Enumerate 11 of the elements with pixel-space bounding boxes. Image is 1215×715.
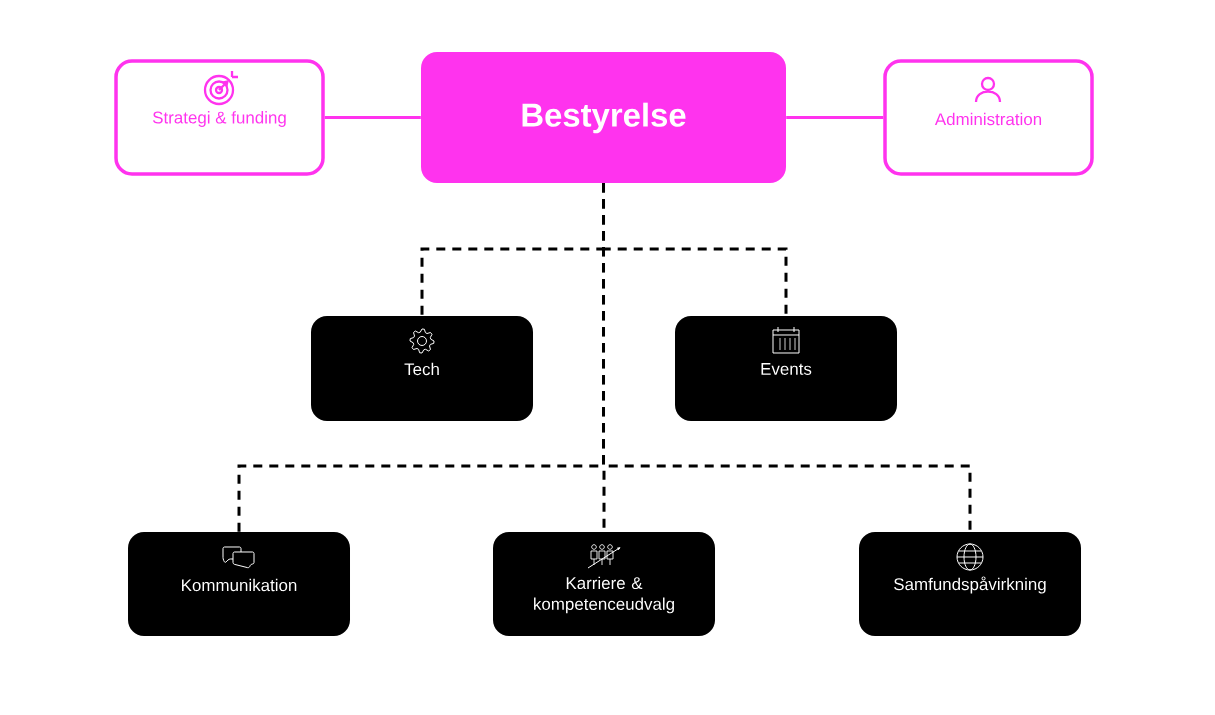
committee-box: Karriere & kompetenceudvalg (493, 532, 715, 636)
committee-box: Kommunikation (128, 532, 350, 636)
connector-line (602, 183, 972, 532)
committee-box: Events (675, 316, 897, 421)
side-box: Strategi & funding (114, 59, 325, 176)
committee-box: Tech (311, 316, 533, 421)
committee-box: Samfundspåvirkning (859, 532, 1081, 636)
connector-line (786, 116, 884, 119)
side-box: Administration (883, 59, 1094, 176)
board-box: Bestyrelse (421, 52, 786, 183)
connector-line (324, 116, 421, 119)
